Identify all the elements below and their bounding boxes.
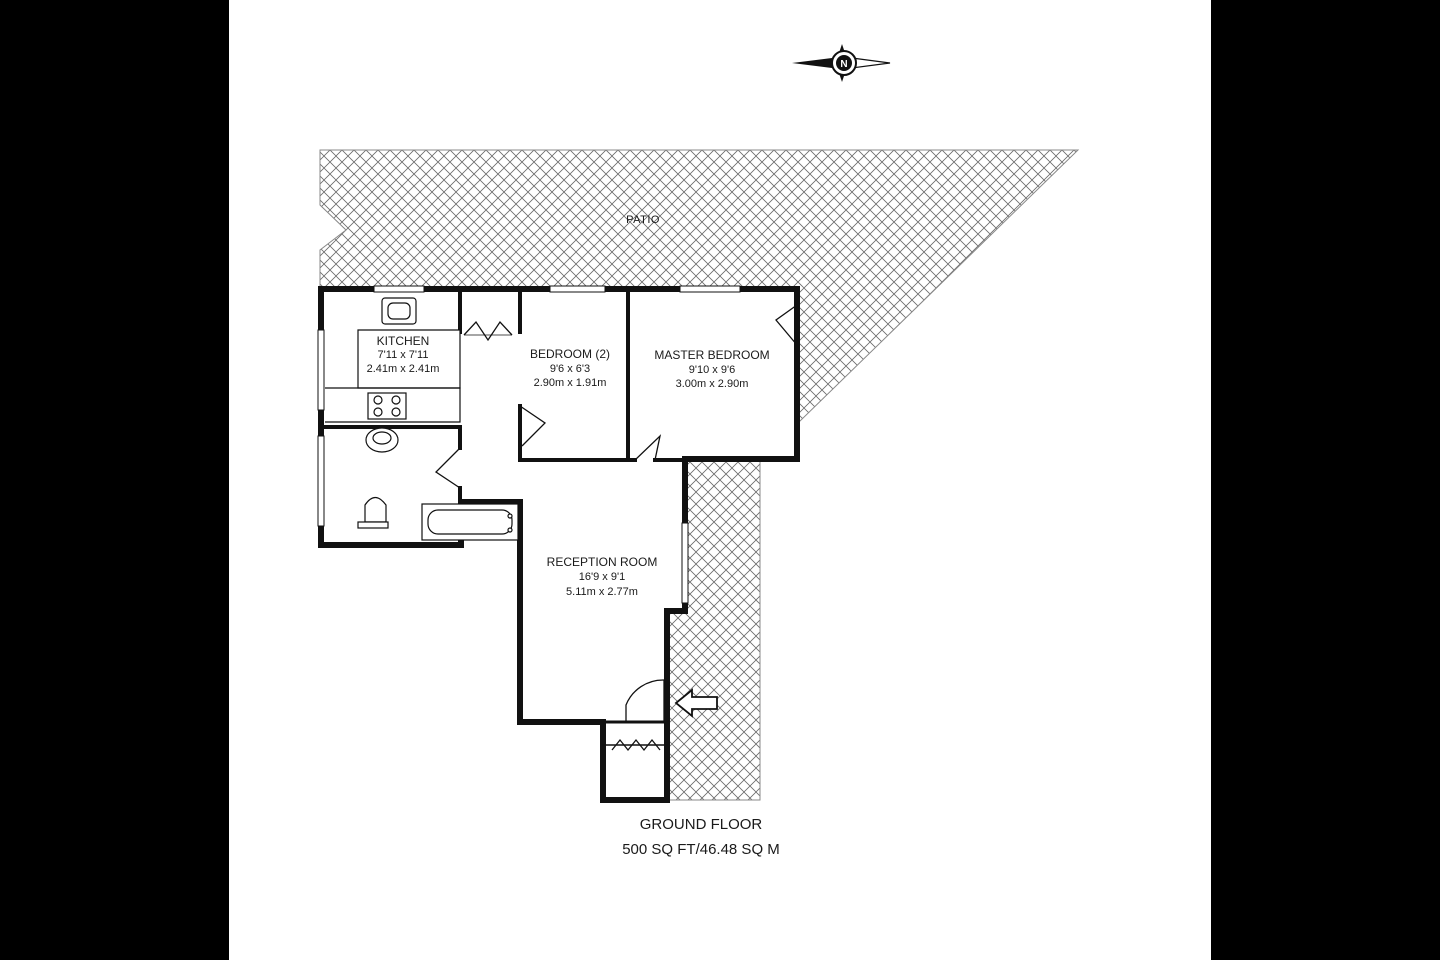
floor-title: GROUND FLOOR <box>640 816 763 833</box>
bedroom2-metric: 2.90m x 1.91m <box>534 377 607 389</box>
master-bedroom-imperial: 9'10 x 9'6 <box>689 364 735 376</box>
bathroom-fixtures <box>357 427 519 541</box>
doors <box>434 304 798 752</box>
compass-letter: N <box>840 59 847 70</box>
patio-label: PATIO <box>626 214 660 226</box>
master-bedroom-name: MASTER BEDROOM <box>654 348 769 362</box>
kitchen-name: KITCHEN <box>377 334 430 348</box>
bedroom2-name: BEDROOM (2) <box>530 347 610 361</box>
bedroom2-imperial: 9'6 x 6'3 <box>550 363 590 375</box>
windows <box>317 285 741 604</box>
floor-area: 500 SQ FT/46.48 SQ M <box>622 841 780 858</box>
reception-room-name: RECEPTION ROOM <box>547 555 658 569</box>
kitchen-imperial: 7'11 x 7'11 <box>378 349 429 361</box>
kitchen-fixtures <box>325 297 461 423</box>
compass-icon <box>792 44 891 82</box>
reception-room-metric: 5.11m x 2.77m <box>566 586 638 598</box>
kitchen-metric: 2.41m x 2.41m <box>367 363 440 375</box>
master-bedroom-metric: 3.00m x 2.90m <box>676 378 749 390</box>
entrance-arrow-icon <box>674 688 718 718</box>
reception-room-imperial: 16'9 x 9'1 <box>579 571 625 583</box>
